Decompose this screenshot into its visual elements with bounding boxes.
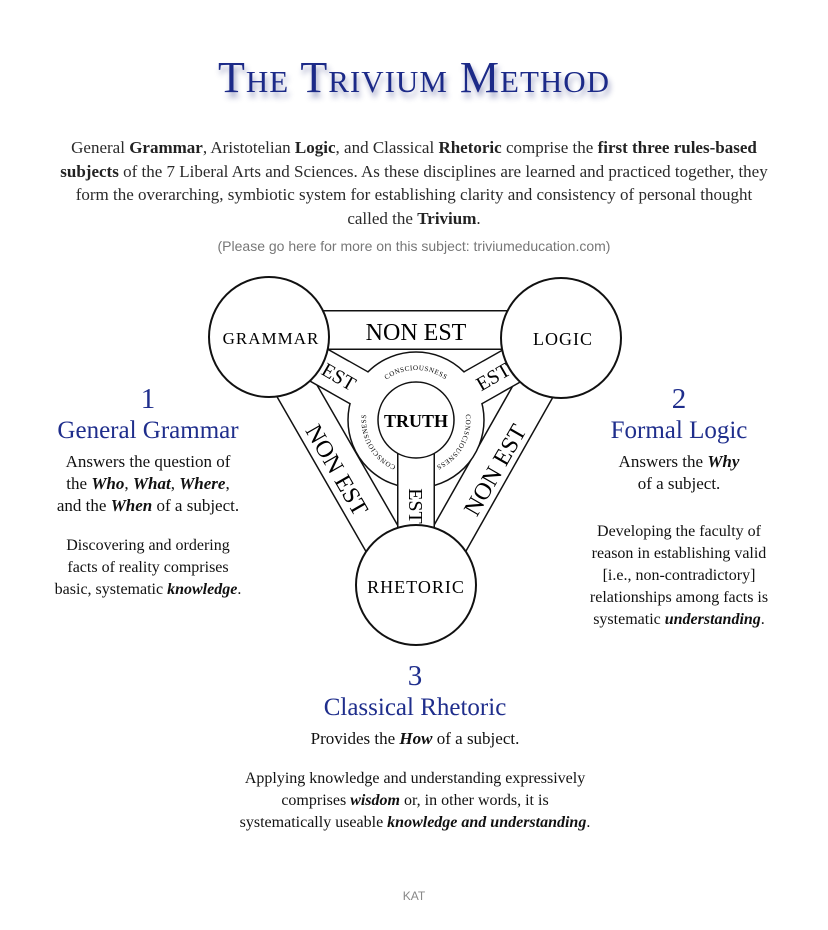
text-line: and the When of a subject. [56,496,240,515]
intro-emphasis: first three rules-based subjects [60,138,757,181]
intro-text: of the 7 Liberal Arts and Sciences. As t… [75,161,768,228]
text-line: the Who, What, Where, [66,474,230,493]
section-heading: Classical Rhetoric [323,694,507,721]
rhetoric-label: RHETORIC [367,577,465,597]
intro-emphasis: Grammar [129,138,203,157]
grammar-label: GRAMMAR [223,329,320,348]
truth-circle [377,381,455,459]
intro-emphasis: Rhetoric [438,138,502,157]
section-heading: Formal Logic [610,417,748,444]
text-line: of a subject. [637,474,721,493]
grammar-circle [208,276,330,398]
intro-block: General Grammar, Aristotelian Logic, and… [60,136,768,254]
est-bottom: EST [404,488,426,524]
section-heading: General Grammar [57,417,239,444]
text-line: Answers the question of [65,452,231,471]
page-title: The Trivium Method [217,53,611,102]
intro-emphasis: Logic [294,138,336,157]
intro-text: . [476,208,481,228]
rhetoric-circle [355,524,477,646]
logic-label: LOGIC [533,329,593,349]
text-line: Provides the How of a subject. [310,729,520,748]
intro-text: General [71,138,130,157]
more-info-link[interactable]: (Please go here for more on this subject… [217,238,611,254]
section-number: 2 [671,383,687,415]
truth-label: TRUTH [384,411,448,431]
logic-section: 2 Formal Logic Answers the Why of a subj… [568,383,790,631]
intro-text: , and Classical [335,138,439,157]
footer-credit: KAT [402,889,426,903]
intro-paragraph: General Grammar, Aristotelian Logic, and… [60,136,768,230]
rhetoric-section: 3 Classical Rhetoric Provides the How of… [150,660,680,834]
intro-text: , Aristotelian [202,138,295,157]
logic-circle [500,277,622,399]
grammar-section: 1 General Grammar Answers the question o… [28,383,268,601]
text-line: Answers the Why [618,452,740,471]
section-number: 1 [140,383,156,415]
section-number: 3 [407,660,423,692]
non-est-top: NON EST [366,320,467,346]
intro-text: comprise the [501,138,598,157]
rhetoric-description: Applying knowledge and understanding exp… [239,770,591,831]
intro-emphasis: Trivium [417,208,477,228]
